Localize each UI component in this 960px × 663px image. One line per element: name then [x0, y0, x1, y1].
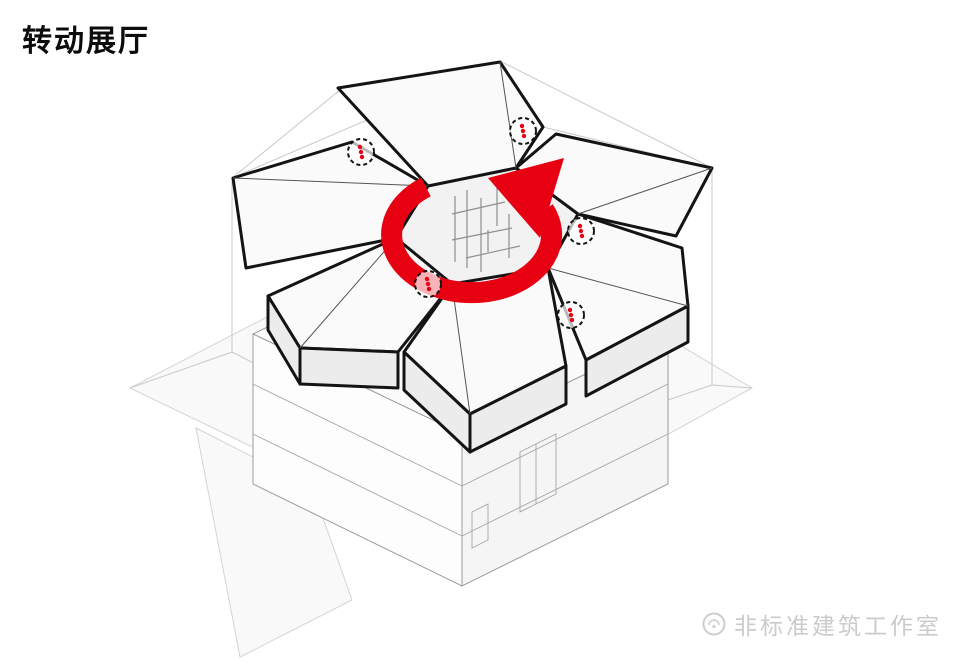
door-opening: [519, 433, 557, 513]
roof-fold-lines: [232, 61, 713, 415]
roof-fascia-bottom-left: [402, 350, 472, 454]
watermark-text: 非标准建筑工作室: [734, 613, 942, 639]
roof-fascia-left-b: [266, 294, 302, 386]
studio-logo-icon: [702, 612, 726, 636]
pivot-marker-icon: [509, 117, 537, 145]
pivot-marker-icon: [347, 138, 375, 166]
pivot-markers: [347, 117, 595, 329]
roof-petal-top: [336, 60, 545, 188]
roof-petal-upper-right: [514, 132, 714, 238]
floor-lines: [252, 383, 669, 537]
watermark: 非标准建筑工作室: [701, 607, 942, 641]
rotation-arrow-head: [488, 158, 564, 238]
rotating-roof: [231, 60, 714, 454]
door-opening-small: [471, 503, 489, 549]
rotation-arrow-icon: [381, 158, 564, 304]
pivot-marker-icon: [557, 301, 585, 329]
pivot-marker-icon: [414, 270, 442, 298]
page-title: 转动展厅: [22, 25, 150, 58]
roof-fascia-left-a: [298, 346, 400, 390]
roof-fascia-right: [584, 304, 690, 398]
rotation-arrow-arc: [381, 177, 563, 304]
core-walls-horizontal: [451, 201, 521, 259]
pivot-marker-icon: [567, 217, 595, 245]
core-walls-vertical: [454, 184, 510, 272]
